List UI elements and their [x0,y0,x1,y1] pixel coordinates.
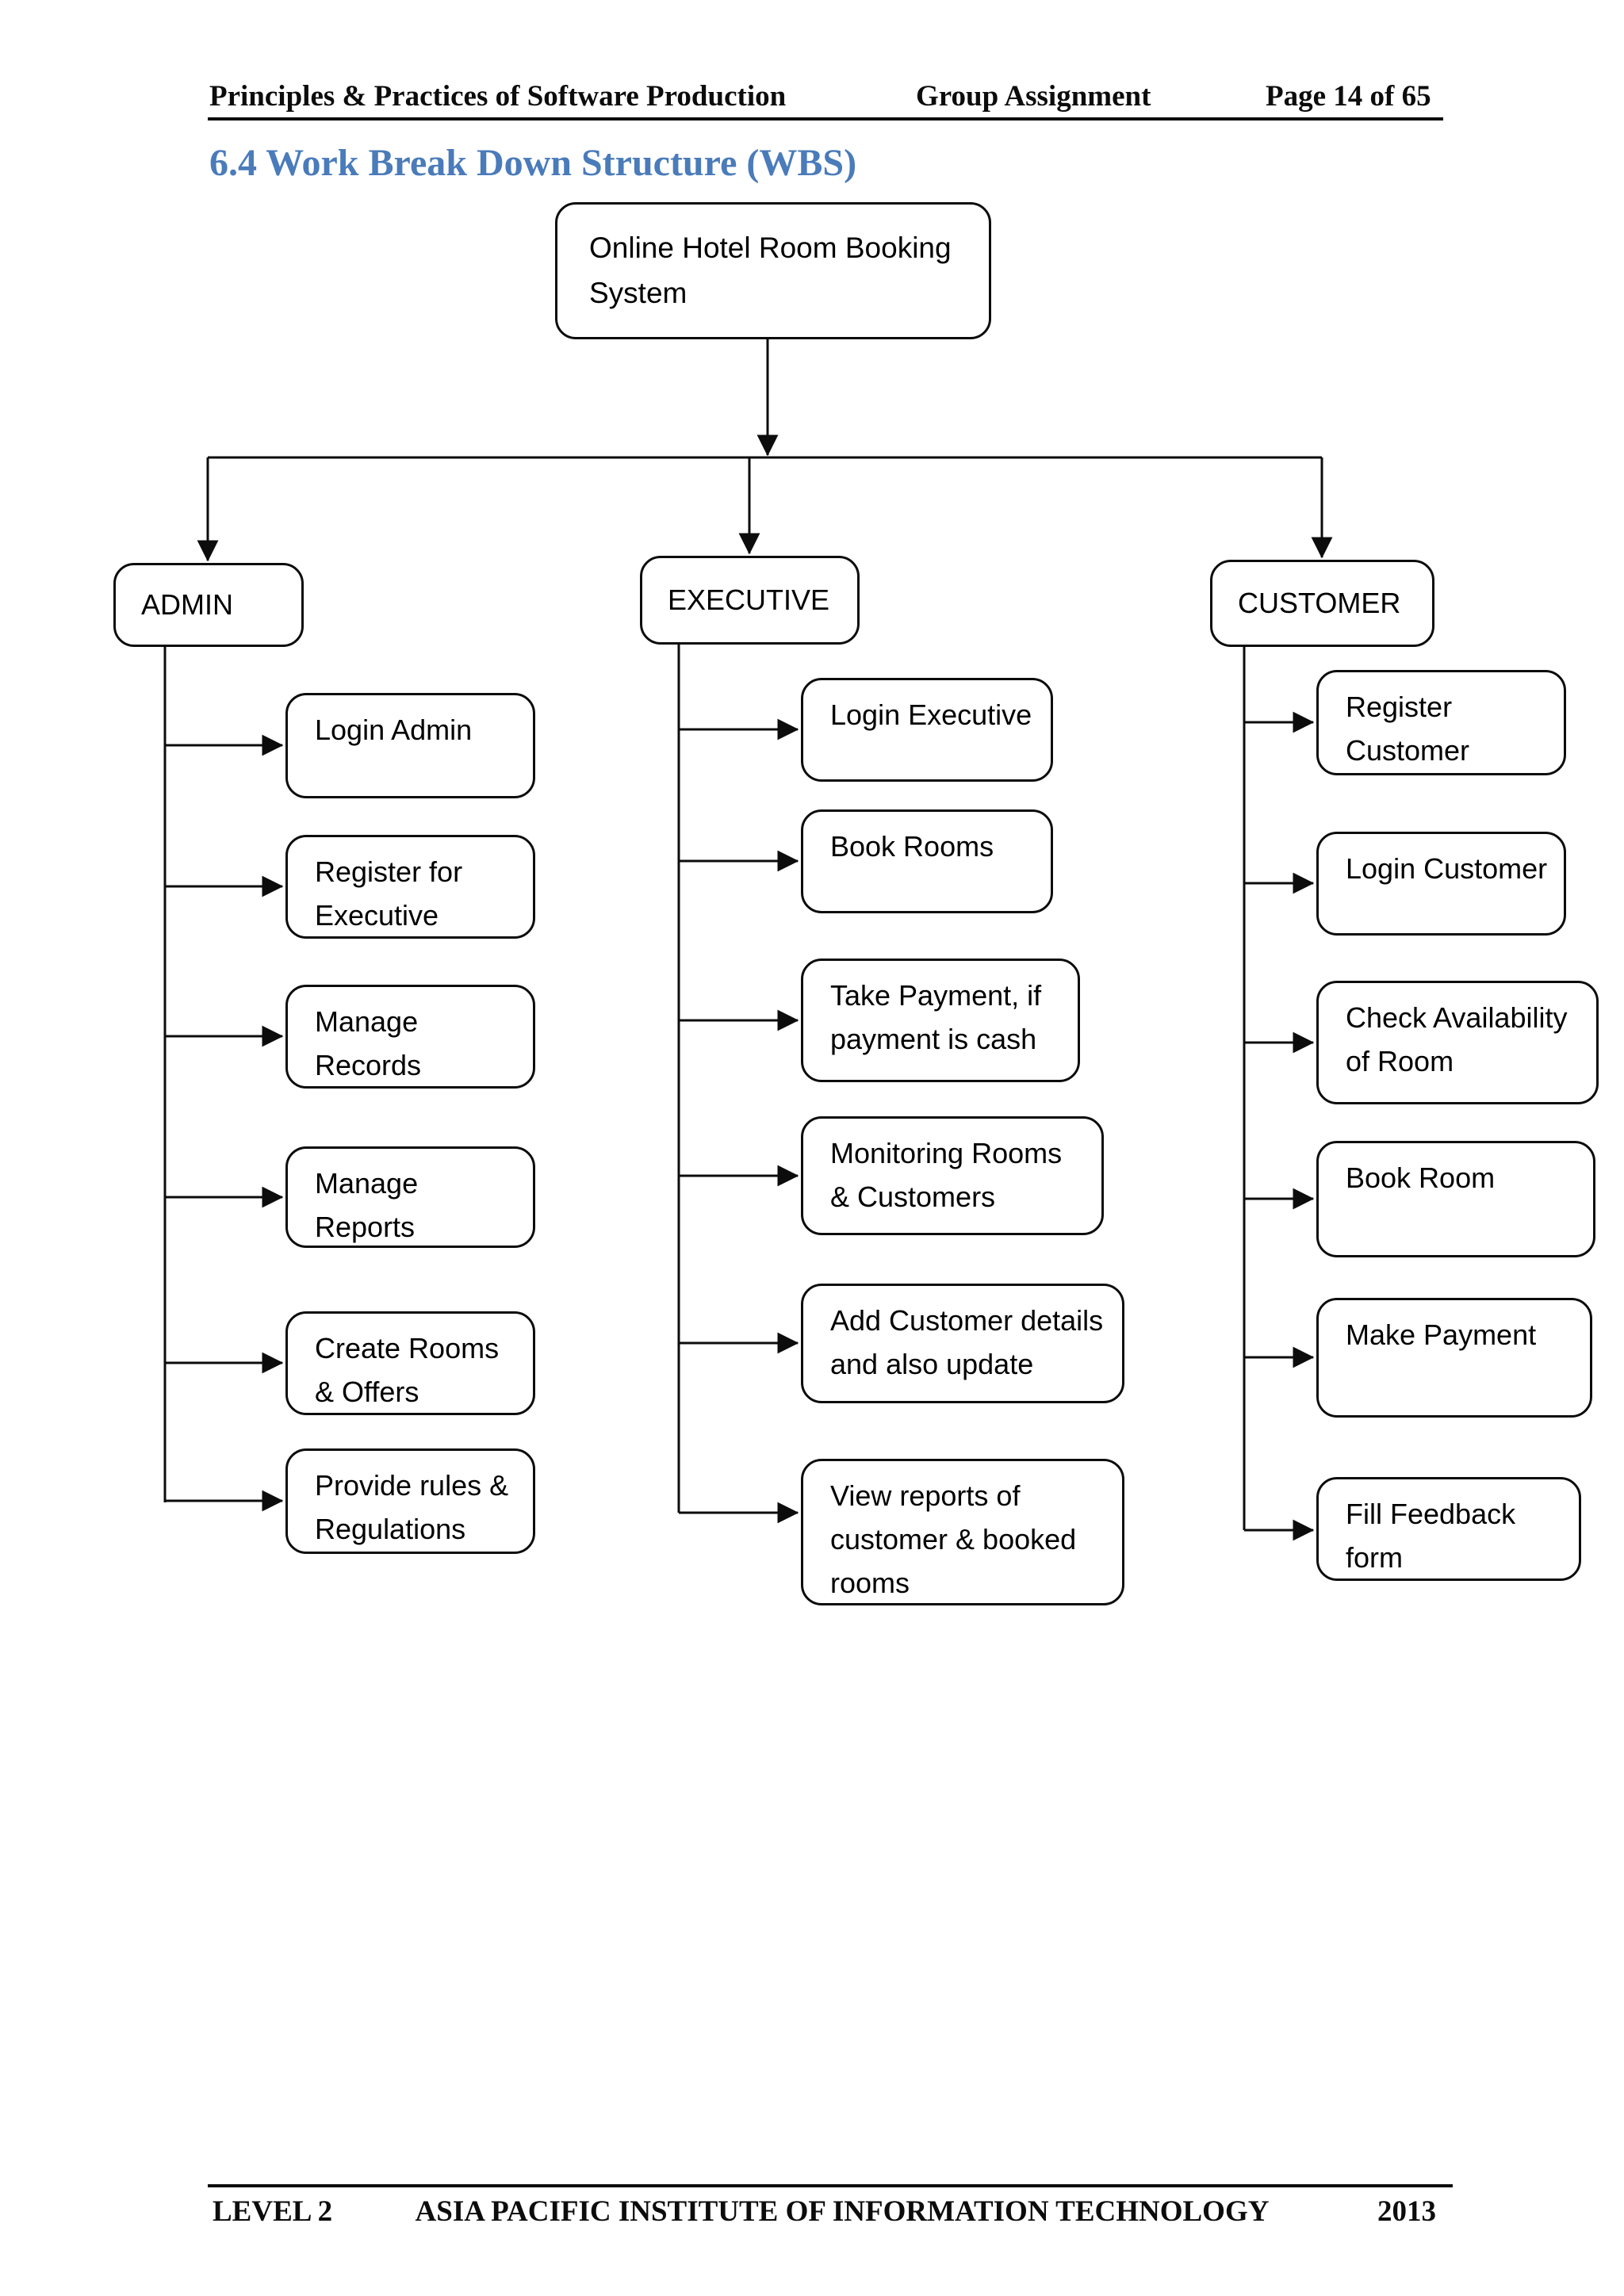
header-course-title: Principles & Practices of Software Produ… [209,80,787,113]
wbs-node-check-availability: Check Availability of Room [1316,981,1599,1104]
footer-rule [208,2184,1453,2187]
wbs-node-login-customer: Login Customer [1316,832,1566,936]
wbs-node-take-payment: Take Payment, if payment is cash [801,959,1080,1082]
wbs-node-provide-rules-regulations: Provide rules & Regulations [285,1448,535,1554]
wbs-node-make-payment: Make Payment [1316,1298,1592,1418]
section-heading: 6.4 Work Break Down Structure (WBS) [209,142,857,184]
wbs-node-book-room: Book Room [1316,1141,1595,1257]
footer-institute: ASIA PACIFIC INSTITUTE OF INFORMATION TE… [415,2195,1270,2228]
wbs-node-monitoring-rooms-customers: Monitoring Rooms & Customers [801,1116,1104,1235]
wbs-category-admin: ADMIN [113,563,304,647]
wbs-node-add-customer-details: Add Customer details and also update [801,1284,1124,1403]
wbs-node-create-rooms-offers: Create Rooms & Offers [285,1311,535,1415]
wbs-category-executive: EXECUTIVE [640,556,860,645]
wbs-root-node: Online Hotel Room Booking System [555,202,991,339]
header-rule [208,117,1443,121]
wbs-node-register-for-executive: Register for Executive [285,835,535,939]
wbs-node-view-reports: View reports of customer & booked rooms [801,1459,1124,1605]
wbs-node-manage-records: Manage Records [285,985,535,1089]
footer-level: LEVEL 2 [213,2195,333,2228]
wbs-node-book-rooms: Book Rooms [801,809,1053,913]
wbs-node-login-admin: Login Admin [285,693,535,798]
wbs-node-manage-reports: Manage Reports [285,1146,535,1248]
wbs-node-login-executive: Login Executive [801,678,1053,782]
wbs-node-register-customer: Register Customer [1316,670,1566,775]
header-page-number: Page 14 of 65 [1266,80,1431,113]
wbs-node-fill-feedback-form: Fill Feedback form [1316,1477,1581,1581]
wbs-category-customer: CUSTOMER [1210,560,1434,647]
footer-year: 2013 [1377,2195,1436,2228]
header-assignment-label: Group Assignment [916,80,1151,113]
